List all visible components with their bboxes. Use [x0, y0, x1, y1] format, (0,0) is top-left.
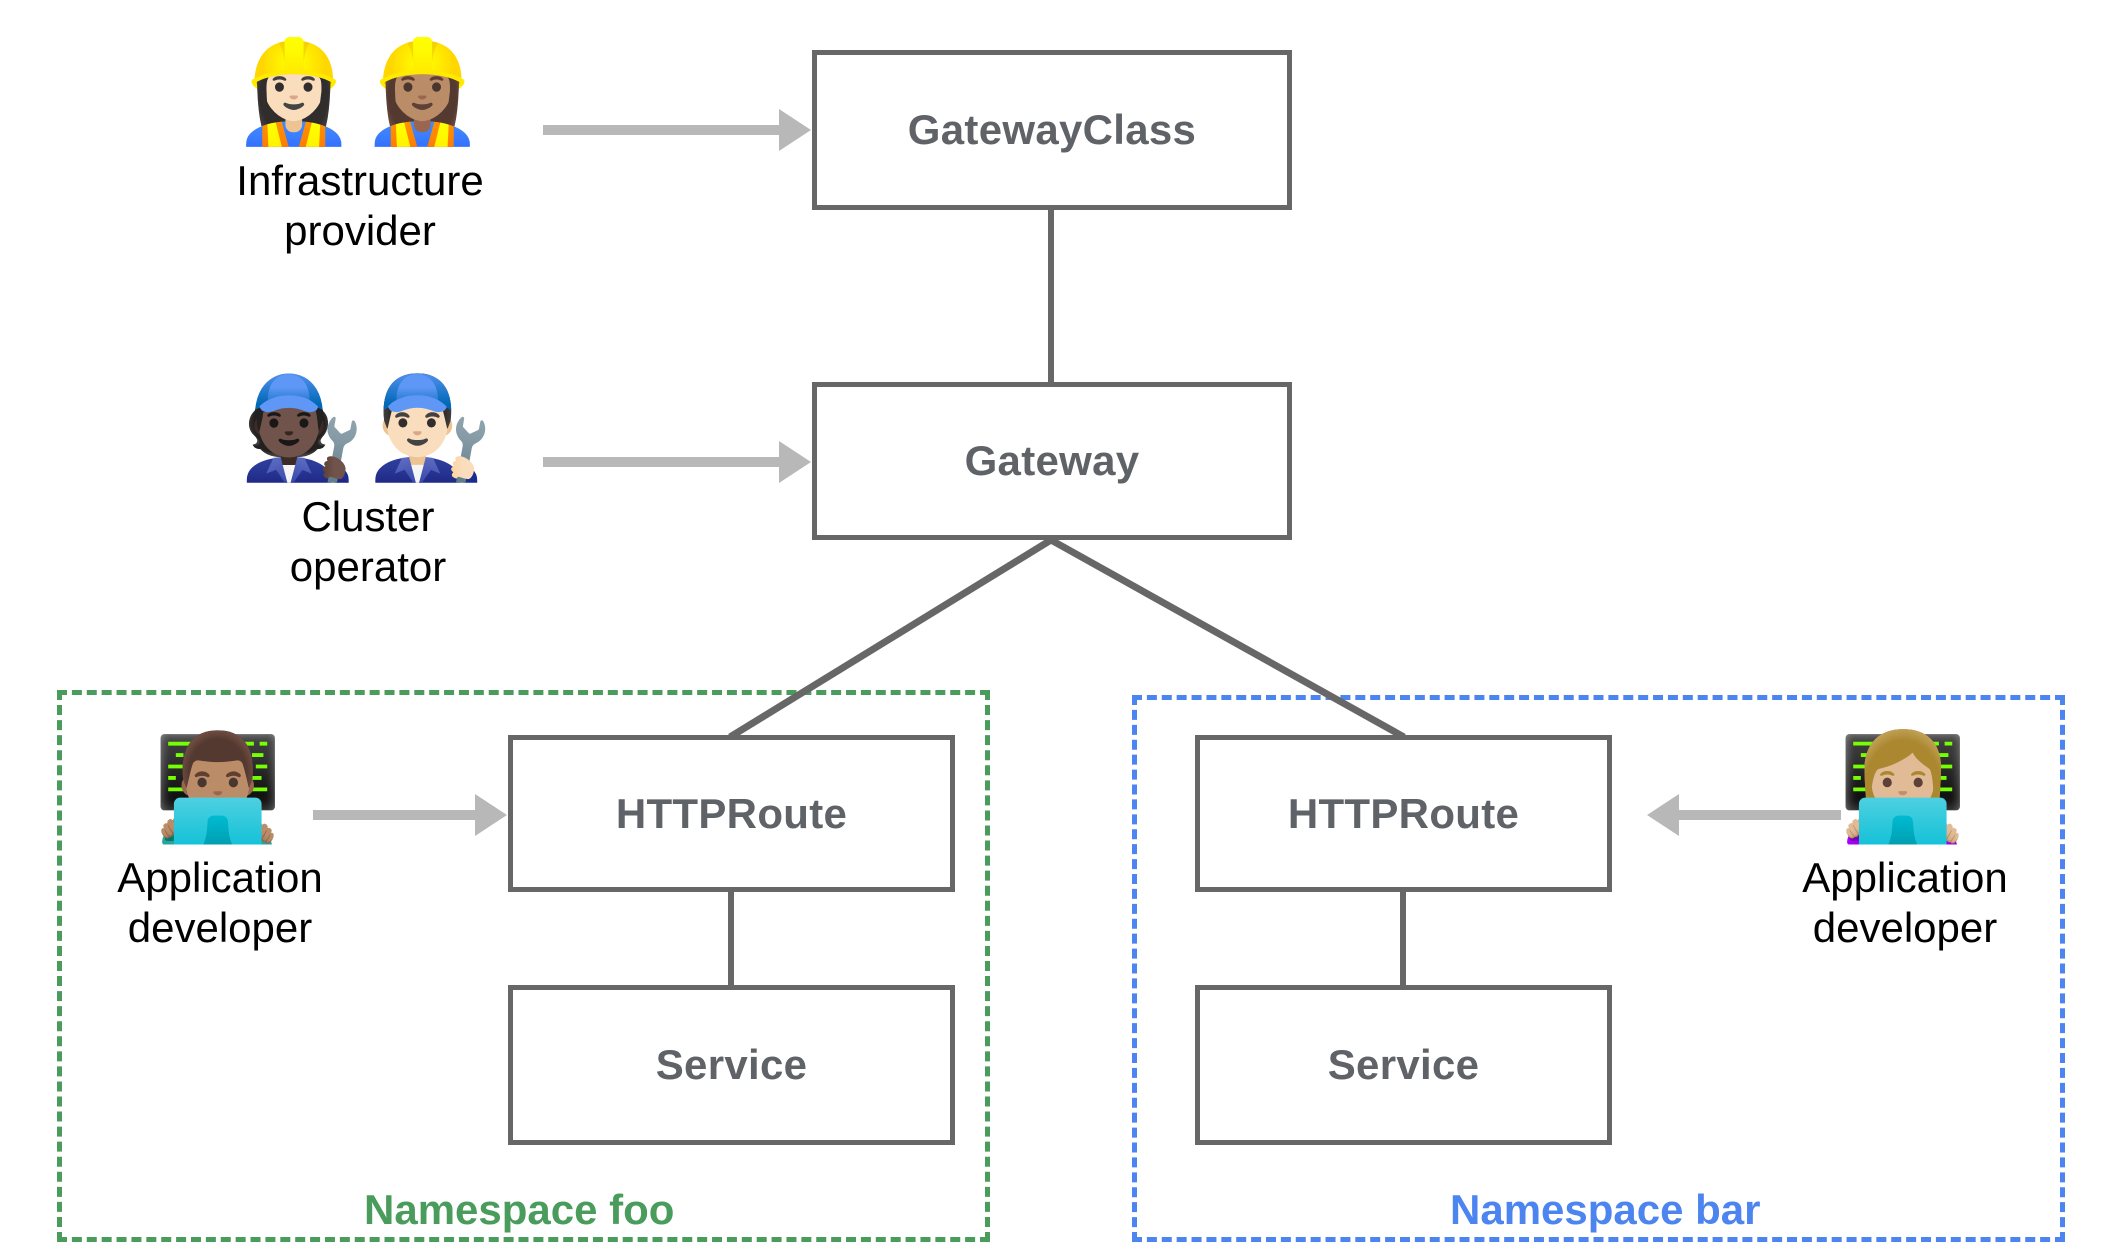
- resource-box-service-foo[interactable]: Service: [508, 985, 955, 1145]
- mechanic-icon: 🧑🏿‍🔧👨🏻‍🔧: [239, 369, 497, 486]
- arrow-application-developer-to-httproute-bar: [1677, 810, 1841, 820]
- resource-box-httproute-foo[interactable]: HTTPRoute: [508, 735, 955, 892]
- connector-gatewayclass-to-gateway: [1048, 205, 1054, 387]
- resource-box-service-bar[interactable]: Service: [1195, 985, 1612, 1145]
- construction-worker-icon: 👷🏻‍♀️👷🏽‍♀️: [231, 33, 489, 150]
- actor-caption-application-developer-bar: Application developer: [1802, 854, 2008, 951]
- resource-label-httproute-foo: HTTPRoute: [615, 789, 848, 837]
- resource-label-service-bar: Service: [1327, 1041, 1480, 1088]
- resource-box-httproute-bar[interactable]: HTTPRoute: [1195, 735, 1612, 892]
- resource-label-gatewayclass: GatewayClass: [907, 106, 1197, 153]
- arrow-cluster-operator-to-gateway: [543, 457, 781, 467]
- actor-cluster-operator: 🧑🏿‍🔧👨🏻‍🔧 Cluster operator: [239, 378, 492, 591]
- resource-label-httproute-bar: HTTPRoute: [1287, 789, 1520, 837]
- namespace-label-foo: Namespace foo: [364, 1186, 675, 1233]
- actor-caption-infrastructure-provider: Infrastructure provider: [236, 157, 484, 254]
- arrow-application-developer-to-httproute-foo: [313, 810, 477, 820]
- arrow-infrastructure-provider-to-gatewayclass: [543, 125, 781, 135]
- actor-infrastructure-provider: 👷🏻‍♀️👷🏽‍♀️ Infrastructure provider: [220, 42, 500, 255]
- resource-label-service-foo: Service: [655, 1041, 808, 1088]
- resource-box-gatewayclass[interactable]: GatewayClass: [812, 50, 1292, 210]
- actor-caption-cluster-operator: Cluster operator: [289, 493, 447, 590]
- actor-caption-application-developer-foo: Application developer: [117, 854, 323, 951]
- actor-application-developer-foo: 👨🏽‍💻 Application developer: [105, 735, 335, 952]
- resource-box-gateway[interactable]: Gateway: [812, 382, 1292, 540]
- namespace-container-foo: [57, 690, 990, 1242]
- connector-httproute-to-service-bar: [1400, 888, 1406, 989]
- technologist-icon: 👨🏽‍💻: [153, 726, 287, 848]
- connector-httproute-to-service-foo: [728, 888, 734, 989]
- namespace-label-bar: Namespace bar: [1450, 1186, 1761, 1233]
- namespace-container-bar: [1132, 695, 2065, 1242]
- technologist-icon: 👩🏼‍💻: [1838, 726, 1972, 848]
- actor-application-developer-bar: 👩🏼‍💻 Application developer: [1790, 735, 2020, 952]
- resource-label-gateway: Gateway: [964, 437, 1140, 484]
